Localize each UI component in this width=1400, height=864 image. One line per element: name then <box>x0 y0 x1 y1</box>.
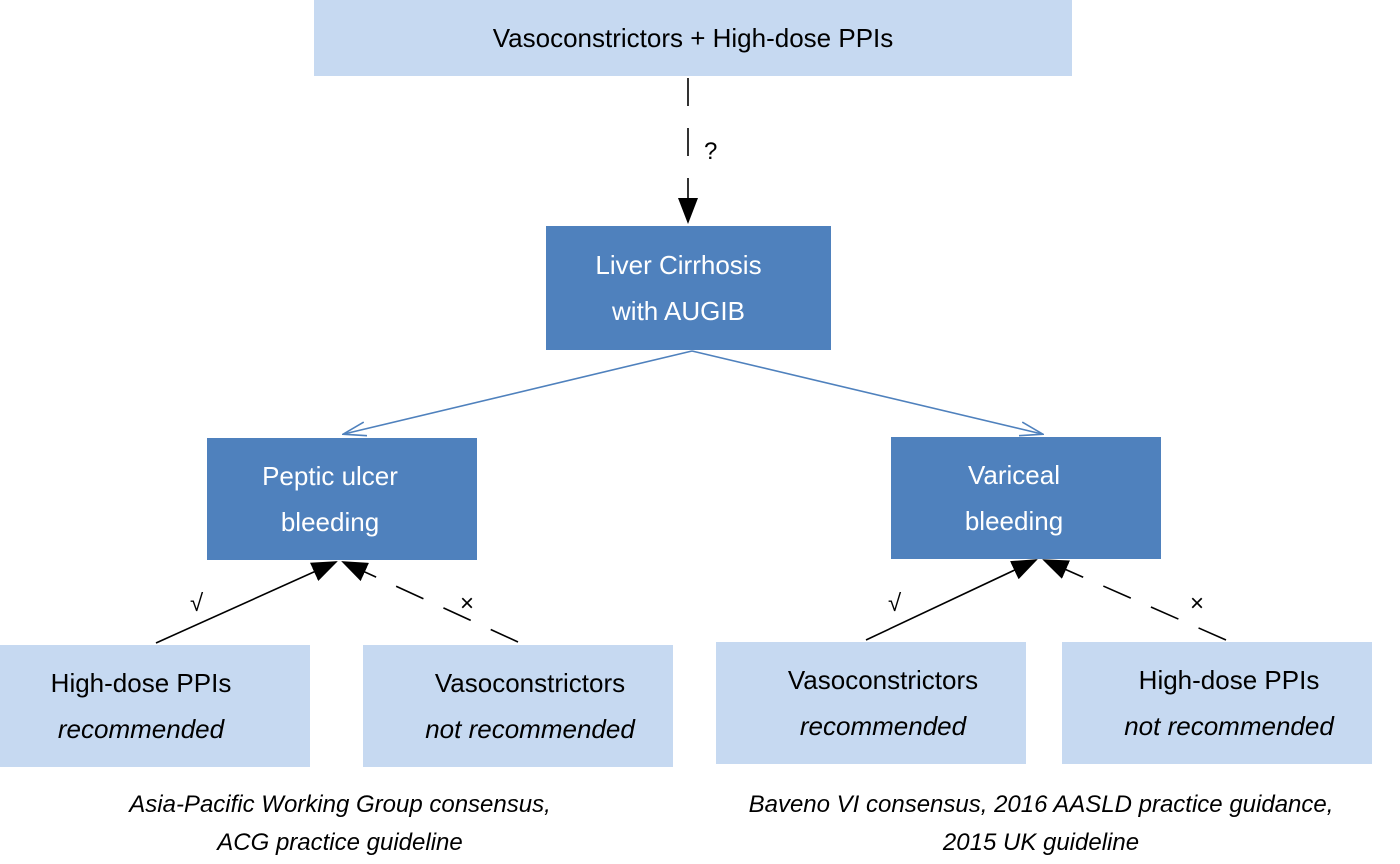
left-not-recommended-line1: Vasoconstrictors <box>434 668 626 698</box>
left-recommended-box: High-dose PPIs recommended <box>0 645 310 767</box>
right-recommended-box: Vasoconstrictors recommended <box>716 642 1026 764</box>
right-recommended-arrow <box>865 559 1038 641</box>
left-caption-line1: Asia-Pacific Working Group consensus, <box>129 791 551 818</box>
top-box-label: Vasoconstrictors + High-dose PPIs <box>492 23 894 53</box>
right-caption-line2: 2015 UK guideline <box>942 829 1140 856</box>
peptic-ulcer-box: Peptic ulcer bleeding <box>207 438 477 560</box>
center-to-peptic-arrow <box>344 350 693 434</box>
question-mark: ? <box>704 138 718 165</box>
left-caption-line2: ACG practice guideline <box>217 829 463 856</box>
right-check-mark: √ <box>888 590 902 617</box>
left-recommended-line1: High-dose PPIs <box>50 668 232 698</box>
left-not-recommended-line2: not recommended <box>425 714 635 744</box>
top-box: Vasoconstrictors + High-dose PPIs <box>314 0 1072 76</box>
left-cross-mark: × <box>460 590 475 617</box>
right-not-recommended-line1: High-dose PPIs <box>1138 665 1320 695</box>
peptic-ulcer-line1: Peptic ulcer <box>262 461 398 491</box>
left-not-recommended-box: Vasoconstrictors not recommended <box>363 645 673 767</box>
liver-cirrhosis-line1: Liver Cirrhosis <box>595 250 762 280</box>
right-not-recommended-box: High-dose PPIs not recommended <box>1062 642 1372 764</box>
liver-cirrhosis-line2: with AUGIB <box>612 296 745 326</box>
left-check-mark: √ <box>190 590 204 617</box>
left-recommended-line2: recommended <box>57 714 225 744</box>
center-to-variceal-arrow <box>691 350 1042 434</box>
peptic-ulcer-line2: bleeding <box>280 507 380 537</box>
liver-cirrhosis-box: Liver Cirrhosis with AUGIB <box>546 226 831 350</box>
left-recommended-arrow <box>155 561 338 644</box>
right-recommended-line2: recommended <box>799 711 967 741</box>
right-recommended-line1: Vasoconstrictors <box>787 665 979 695</box>
variceal-box: Variceal bleeding <box>891 437 1161 559</box>
left-not-recommended-arrow <box>341 561 519 643</box>
variceal-line2: bleeding <box>964 506 1064 536</box>
left-caption: Asia-Pacific Working Group consensus, AC… <box>30 786 650 862</box>
right-caption-line1: Baveno VI consensus, 2016 AASLD practice… <box>748 791 1334 818</box>
right-caption: Baveno VI consensus, 2016 AASLD practice… <box>686 786 1396 862</box>
right-cross-mark: × <box>1190 590 1205 617</box>
right-not-recommended-line2: not recommended <box>1124 711 1334 741</box>
variceal-line1: Variceal <box>967 460 1060 490</box>
right-not-recommended-arrow <box>1042 559 1227 641</box>
